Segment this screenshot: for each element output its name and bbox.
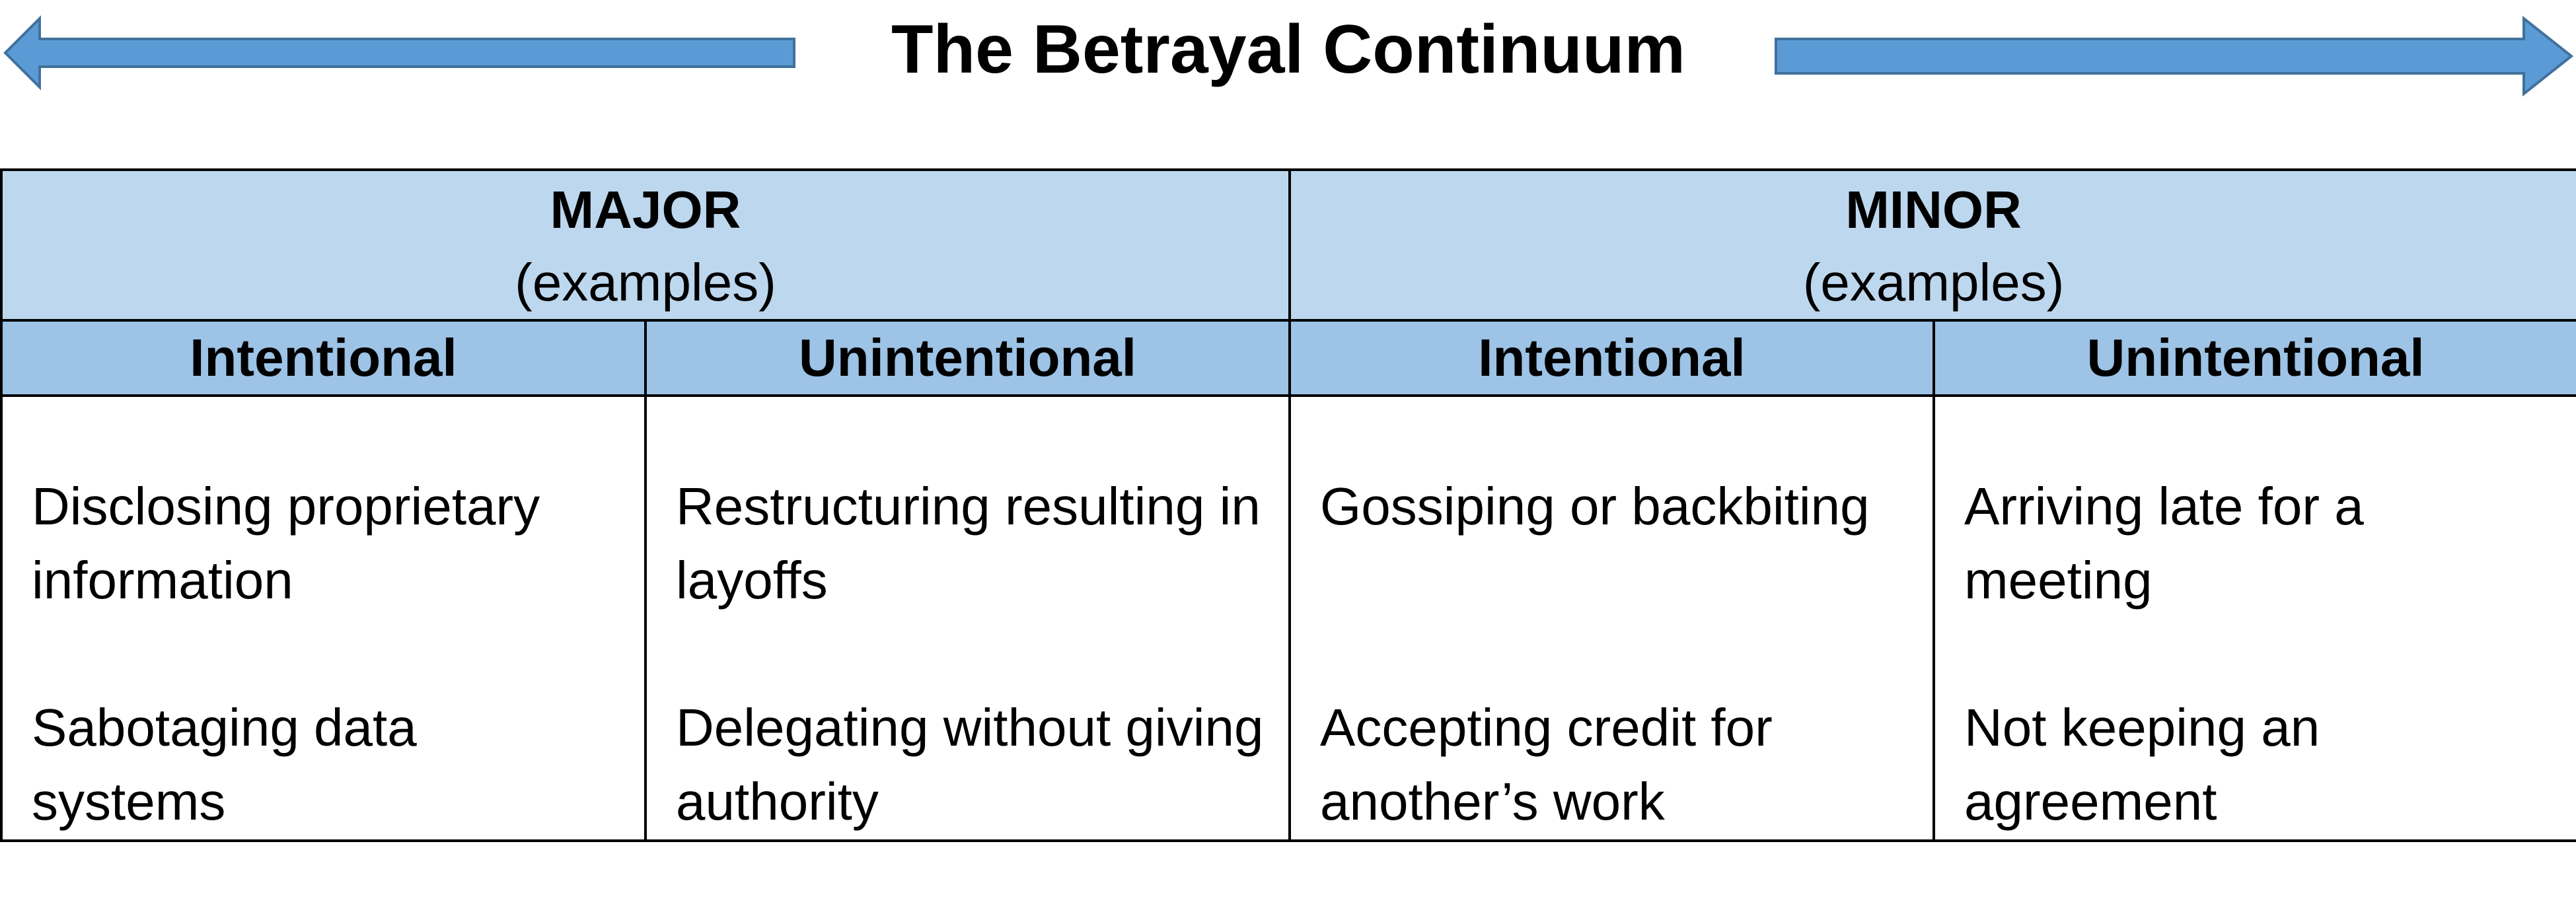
examples-row: Disclosing proprietary information Sabot… bbox=[0, 394, 2576, 842]
column-header-minor-unintentional: Unintentional bbox=[1932, 319, 2576, 397]
example-item: Gossiping or backbiting bbox=[1320, 477, 1870, 536]
right-arrow-icon bbox=[1775, 15, 2574, 97]
example-item: Restructuring resulting in layoffs bbox=[676, 477, 1261, 610]
betrayal-continuum-table: MAJOR (examples) MINOR (examples) Intent… bbox=[0, 168, 2576, 842]
column-header-major-intentional: Intentional bbox=[0, 319, 647, 397]
column-header-minor-intentional: Intentional bbox=[1288, 319, 1936, 397]
example-item: Sabotaging data systems bbox=[32, 698, 417, 831]
examples-cell-major-intentional: Disclosing proprietary information Sabot… bbox=[0, 394, 647, 842]
example-item: Not keeping an agreement bbox=[1964, 698, 2320, 831]
example-item: Disclosing proprietary information bbox=[32, 477, 540, 610]
examples-cell-minor-intentional: Gossiping or backbiting Accepting credit… bbox=[1288, 394, 1936, 842]
examples-cell-minor-unintentional: Arriving late for a meeting Not keeping … bbox=[1932, 394, 2576, 842]
category-name: MAJOR bbox=[550, 180, 741, 239]
category-header-minor: MINOR (examples) bbox=[1288, 168, 2576, 322]
example-item: Accepting credit for another’s work bbox=[1320, 698, 1773, 831]
left-arrow-shape bbox=[3, 15, 795, 90]
example-item: Arriving late for a meeting bbox=[1964, 477, 2364, 610]
column-header-major-unintentional: Unintentional bbox=[644, 319, 1292, 397]
example-item: Delegating without giving authority bbox=[676, 698, 1264, 831]
category-header-major: MAJOR (examples) bbox=[0, 168, 1292, 322]
left-arrow-icon bbox=[3, 15, 795, 90]
category-subtitle: (examples) bbox=[515, 253, 776, 312]
category-subtitle: (examples) bbox=[1802, 253, 2065, 312]
right-arrow-shape bbox=[1775, 15, 2574, 97]
category-header-row: MAJOR (examples) MINOR (examples) bbox=[0, 168, 2576, 322]
examples-cell-major-unintentional: Restructuring resulting in layoffs Deleg… bbox=[644, 394, 1292, 842]
page-title: The Betrayal Continuum bbox=[891, 11, 1685, 88]
category-name: MINOR bbox=[1845, 180, 2022, 239]
column-header-row: Intentional Unintentional Intentional Un… bbox=[0, 319, 2576, 397]
